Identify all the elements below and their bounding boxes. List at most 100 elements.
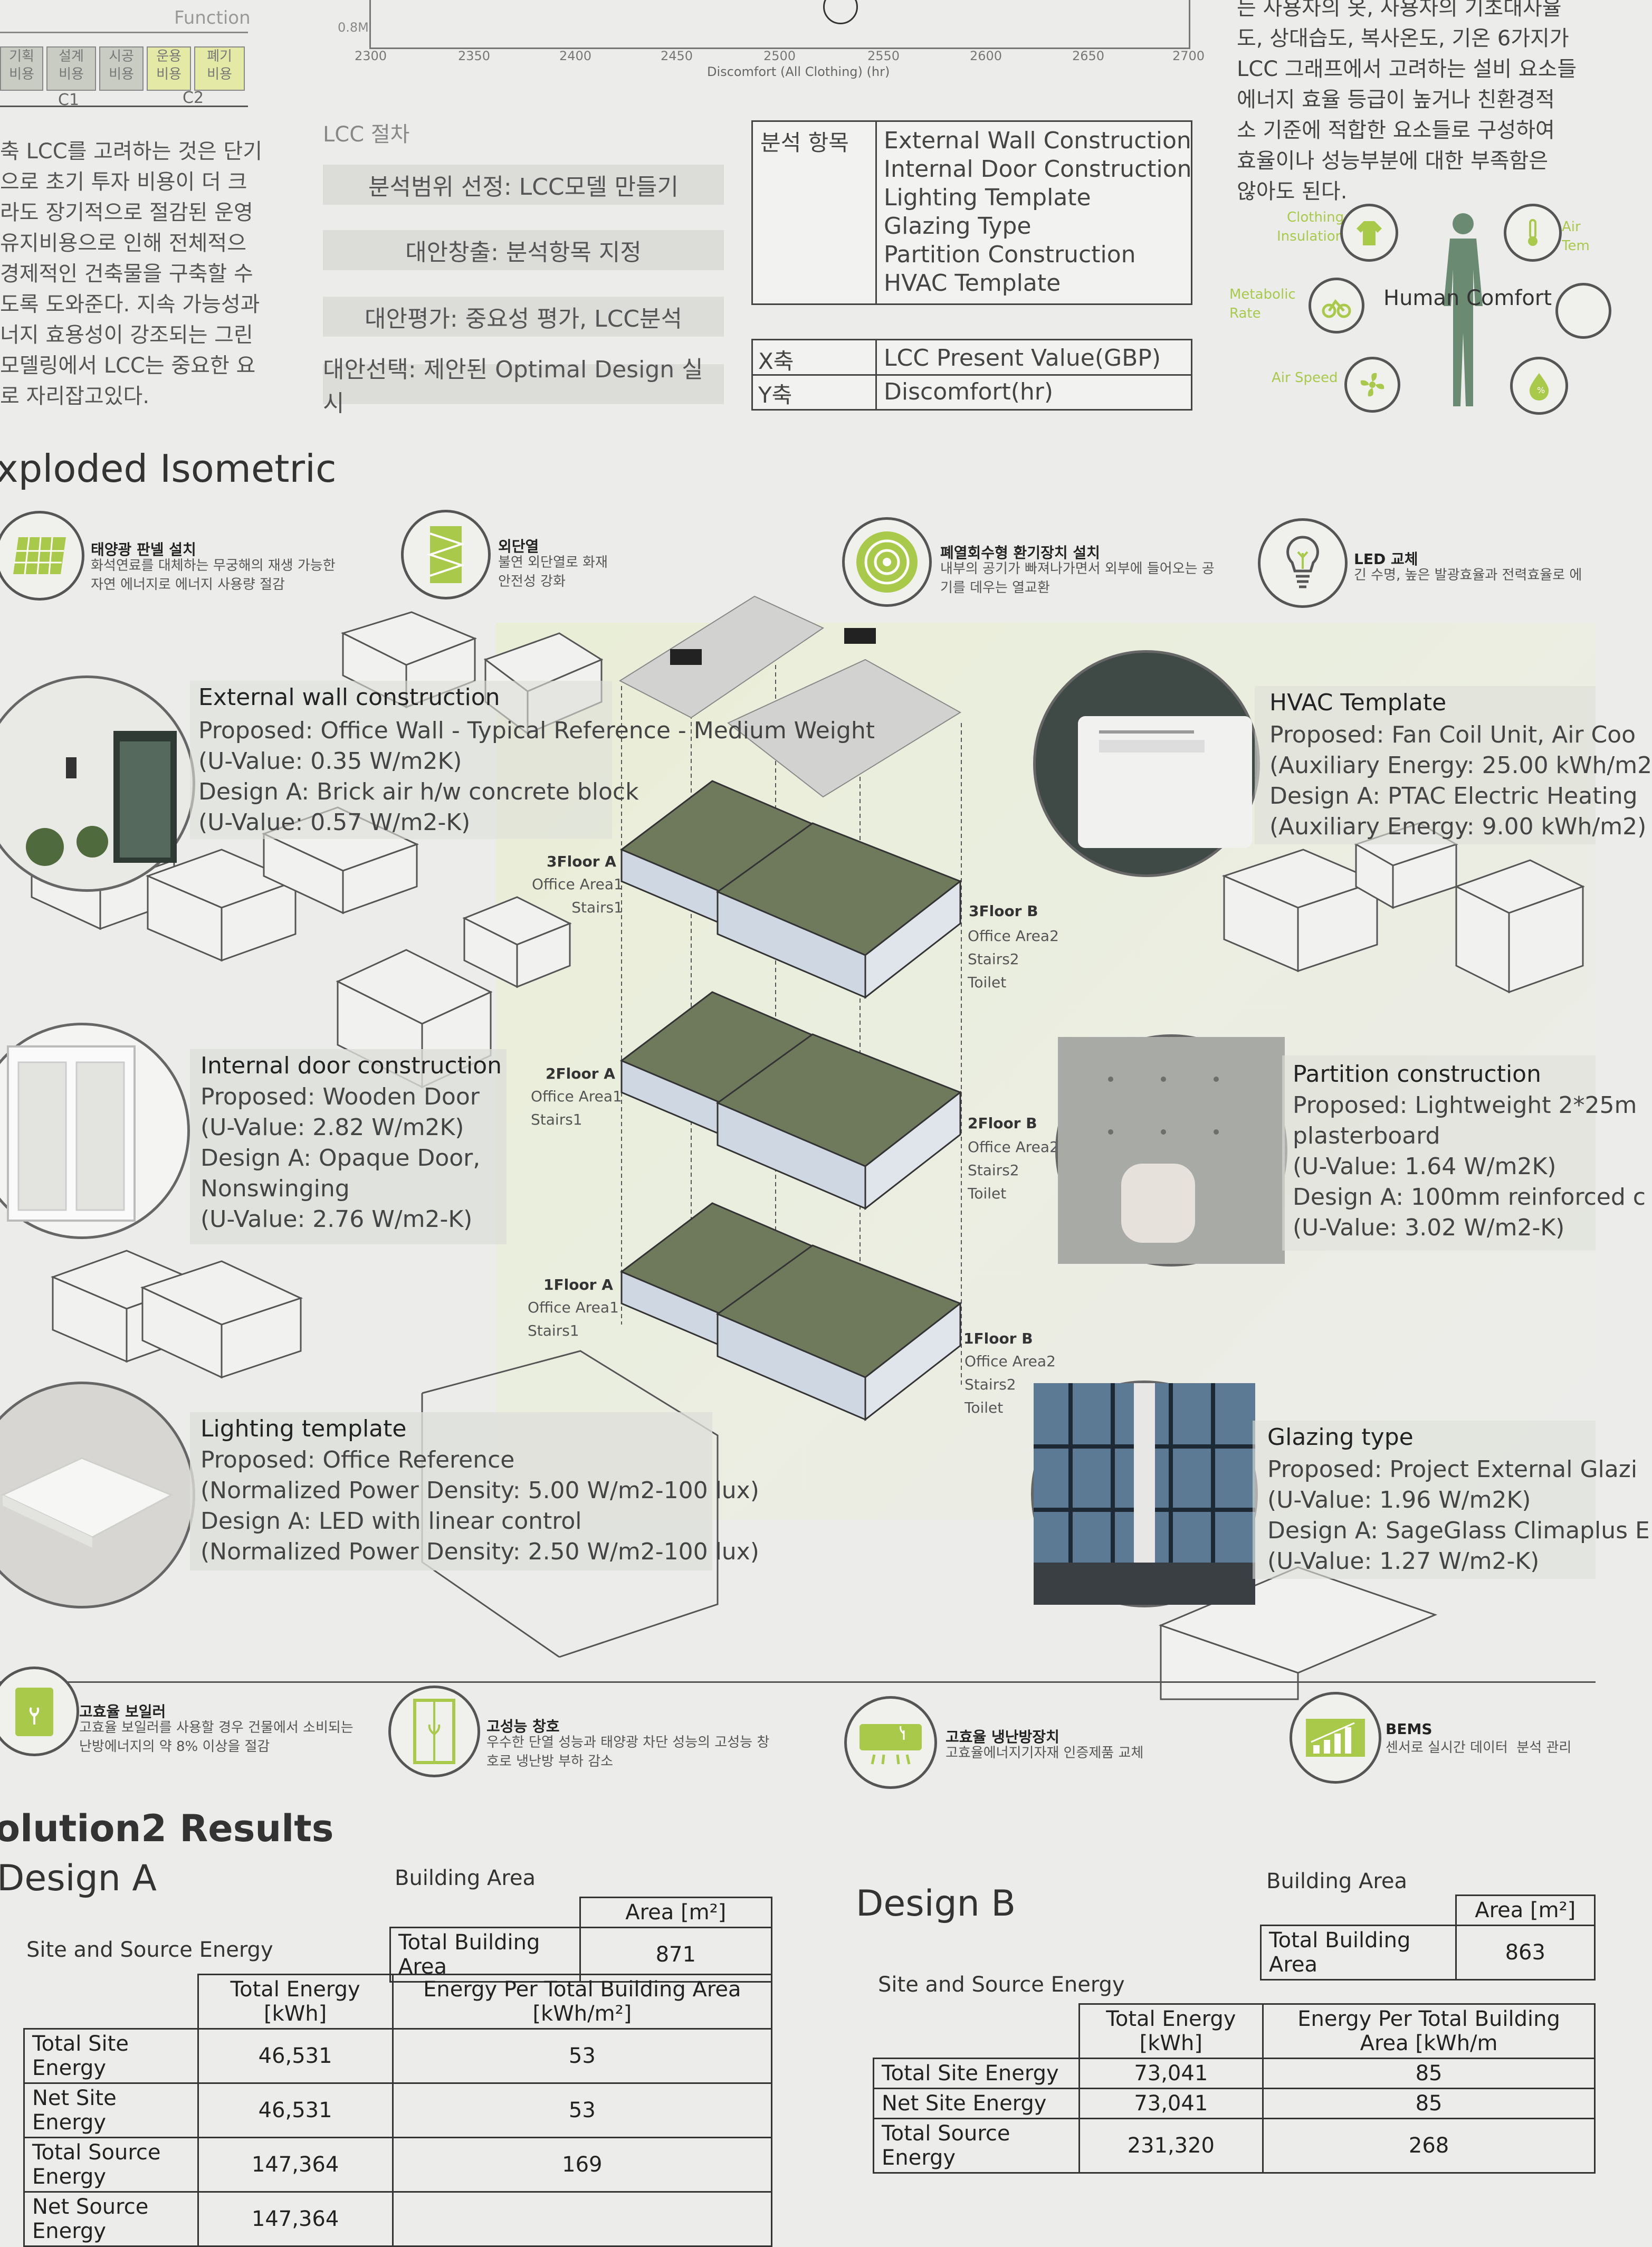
design-a-energy-table: Total Energy [kWh]Energy Per Total Build… — [23, 1974, 773, 2247]
design-b-site-source-title: Site and Source Energy — [878, 1973, 1125, 1997]
analysis-item: Partition Construction — [884, 241, 1136, 268]
svg-text:%: % — [1537, 385, 1545, 395]
cost-box: 폐기 비용 — [194, 46, 245, 91]
external-wall-body: Proposed: Office Wall - Typical Referenc… — [198, 717, 875, 836]
chart-x-ticks: 2300 2350 2400 2450 2500 2550 2600 2650 … — [355, 49, 1205, 63]
axis-name: X축 — [758, 348, 794, 374]
glazing-body: Proposed: Project External Glazi (U-Valu… — [1267, 1456, 1650, 1575]
solar-panel-icon — [0, 511, 84, 601]
floor-a-sub: Office Area1 Stairs1 — [528, 1299, 619, 1339]
external-wall-photo — [0, 675, 195, 892]
cost-boxes: 기획 비용 설계 비용 시공 비용 운용 비용 폐기 비용 — [0, 46, 248, 92]
lighting-photo — [0, 1382, 195, 1608]
hvac-panel — [1255, 686, 1596, 844]
internal-door-title: Internal door construction — [200, 1052, 502, 1079]
lcc-step: 대안평가: 중요성 평가, LCC분석 — [323, 297, 724, 337]
bicycle-icon — [1309, 278, 1364, 334]
cost-group-c2: C2 — [183, 89, 204, 107]
internal-door-body: Proposed: Wooden Door (U-Value: 2.82 W/m… — [200, 1083, 481, 1233]
analysis-item: HVAC Template — [884, 270, 1061, 297]
top-icon-desc: 화석연료를 대체하는 무궁해의 재생 가능한 자연 에너지로 에너지 사용량 절… — [91, 558, 336, 593]
humidity-icon: % — [1510, 357, 1568, 415]
cost-box: 기획 비용 — [0, 46, 43, 91]
axis-name: Y축 — [758, 382, 792, 408]
cost-box: 시공 비용 — [99, 46, 144, 91]
insulation-icon — [401, 510, 491, 599]
glazing-panel — [1253, 1421, 1596, 1579]
bottom-icon-desc: 센서로 실시간 데이터 분석 관리 — [1386, 1740, 1572, 1756]
chart-y-tick: 0.8M — [338, 20, 369, 35]
lcc-step: 대안선택: 제안된 Optimal Design 실시 — [323, 356, 724, 417]
axis-value: Discomfort(hr) — [884, 378, 1054, 405]
external-wall-panel — [190, 681, 612, 839]
analysis-item: Lighting Template — [884, 184, 1091, 211]
function-label: Function — [174, 7, 251, 28]
axis-table: X축 LCC Present Value(GBP) Y축 Discomfort(… — [751, 339, 1192, 411]
bottom-icon-title: 고효율 보일러 — [79, 1703, 166, 1720]
top-icon-title: 외단열 — [498, 538, 539, 555]
bottom-icon-title: 고성능 창호 — [486, 1718, 560, 1735]
chart-x-label: Discomfort (All Clothing) (hr) — [707, 64, 890, 79]
floor-b-label: 1Floor B — [963, 1330, 1033, 1347]
analysis-table: 분석 항목 External Wall Construction Interna… — [751, 120, 1192, 305]
heat-recovery-icon — [842, 517, 932, 607]
floor-b-sub: Office Area2 Stairs2 Toilet — [968, 1138, 1059, 1202]
chart-frame — [369, 0, 1190, 49]
bems-chart-icon — [1290, 1692, 1381, 1784]
human-comfort-label: Human Comfort — [1383, 286, 1552, 310]
analysis-item: Glazing Type — [884, 213, 1032, 240]
hvac-title: HVAC Template — [1269, 689, 1447, 716]
hvac-photo — [1033, 650, 1260, 877]
top-icon-desc: 내부의 공기가 빠져나가면서 외부에 들어오는 공 기를 데우는 열교환 — [940, 561, 1215, 596]
floor-b-sub: Office Area2 Stairs2 Toilet — [965, 1353, 1056, 1416]
floor-b-label: 3Floor B — [969, 902, 1038, 920]
top-icon-title: 폐열회수형 환기장치 설치 — [940, 544, 1100, 561]
exploded-building — [618, 595, 962, 1422]
design-b-building-area-title: Building Area — [1266, 1869, 1408, 1893]
floor-a-sub: Office Area1 Stairs1 — [531, 1088, 622, 1128]
floor-a-label: 1Floor A — [543, 1276, 613, 1293]
human-comfort: Clothing Insulation Metabolic Rate Air S… — [1229, 201, 1611, 422]
lcc-process-title: LCC 절차 — [323, 122, 410, 147]
lcc-step: 대안창출: 분석항목 지정 — [323, 230, 724, 270]
cost-box: 운용 비용 — [147, 46, 191, 91]
clothing-icon — [1340, 204, 1398, 262]
design-a-label: Design A — [0, 1858, 157, 1899]
lcc-step: 분석범위 선정: LCC모델 만들기 — [323, 165, 724, 205]
internal-door-panel — [190, 1049, 507, 1244]
top-chart: 0.8M — [338, 0, 1192, 58]
radiant-icon — [1555, 283, 1611, 339]
cost-box: 설계 비용 — [46, 46, 96, 91]
axis-value: LCC Present Value(GBP) — [884, 345, 1161, 372]
external-wall-title: External wall construction — [198, 684, 500, 711]
design-b-label: Design B — [856, 1883, 1016, 1925]
floor-b-sub: Office Area2 Stairs2 Toilet — [968, 927, 1059, 991]
results-title: olution2 Results — [0, 1807, 334, 1850]
lighting-panel — [190, 1412, 712, 1570]
analysis-item: Internal Door Construction — [884, 156, 1192, 183]
partition-title: Partition construction — [1293, 1061, 1541, 1088]
top-icon-title: 태양광 판넬 설치 — [91, 541, 196, 558]
boiler-icon — [0, 1667, 79, 1756]
top-icon-title: LED 교체 — [1354, 550, 1418, 568]
fan-icon — [1344, 357, 1400, 413]
floor-a-label: 2Floor A — [546, 1065, 615, 1082]
bottom-icon-title: 고효율 냉난방장치 — [946, 1728, 1059, 1746]
lighting-body: Proposed: Office Reference (Normalized P… — [200, 1446, 759, 1565]
top-icon-desc: 긴 수명, 높은 발광효율과 전력효율로 에 — [1354, 567, 1582, 583]
floor-a-sub: Office Area1 Stairs1 — [532, 875, 623, 916]
design-a-building-area-title: Building Area — [395, 1866, 536, 1890]
floor-a-label: 3Floor A — [547, 853, 616, 870]
bottom-icon-desc: 고효율 보일러를 사용할 경우 건물에서 소비되는 난방에너지의 약 8% 이상… — [79, 1720, 354, 1755]
window-icon — [388, 1686, 480, 1777]
top-icon-desc: 불연 외단열로 화재 안전성 강화 — [498, 555, 608, 589]
led-bulb-icon — [1258, 518, 1348, 608]
